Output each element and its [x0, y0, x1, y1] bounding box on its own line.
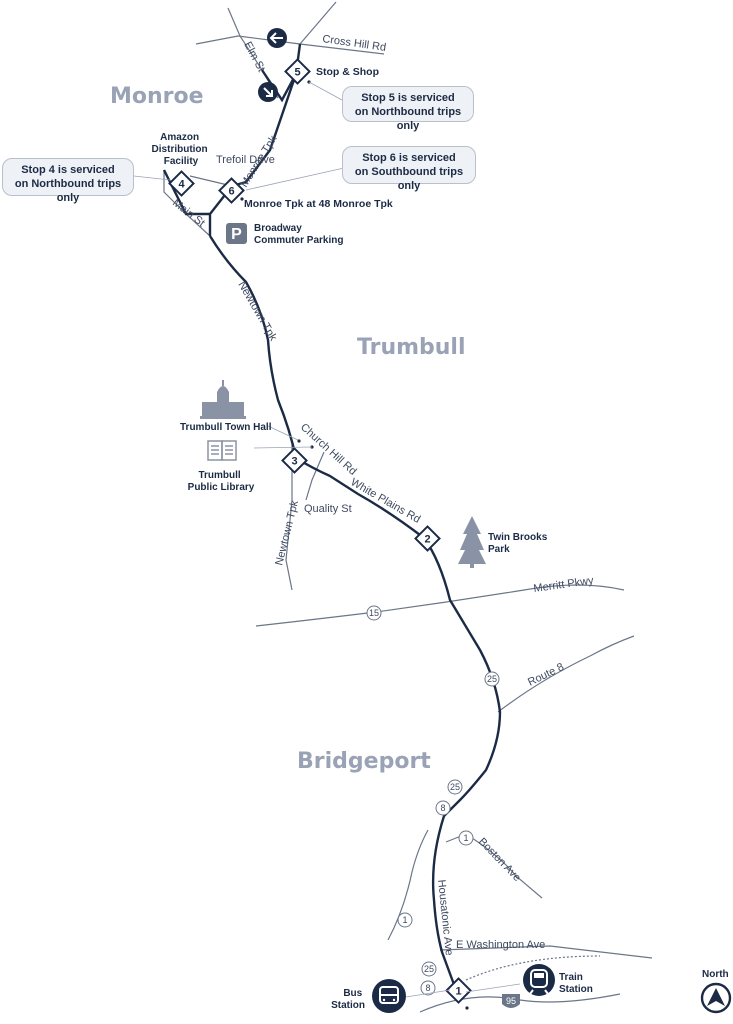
- label-newtown-tpk: Newtown Tpk: [235, 280, 279, 344]
- svg-text:8: 8: [425, 983, 430, 993]
- shield-15: 15: [366, 605, 382, 621]
- svg-text:2: 2: [424, 534, 430, 546]
- parking-label: Broadway Commuter Parking: [254, 223, 343, 246]
- svg-text:1: 1: [463, 833, 468, 843]
- stop-1-dot: [465, 1006, 469, 1010]
- stop-4-label: Amazon Distribution Facility: [152, 132, 211, 167]
- stop-5-callout-line2: on Northbound trips only: [354, 106, 462, 132]
- stop-6-label: Monroe Tpk at 48 Monroe Tpk: [244, 198, 393, 210]
- stop-4-callout: Stop 4 is serviced on Northbound trips o…: [2, 158, 134, 204]
- stop-6-marker[interactable]: 6: [218, 177, 245, 204]
- town-hall-label: Trumbull Town Hall: [180, 422, 272, 433]
- label-merritt-pkwy: Merritt Pkwy: [533, 575, 595, 595]
- shield-1-north: 1: [458, 830, 474, 846]
- label-e-washington-ave: E Washington Ave: [456, 939, 545, 951]
- svg-text:1: 1: [455, 986, 461, 998]
- shield-i95: 95: [502, 994, 520, 1008]
- stop-5-leader: [308, 81, 343, 101]
- shield-8-south: 8: [420, 980, 436, 996]
- train-icon: [523, 964, 555, 996]
- stop-5-callout-line1: Stop 5 is serviced: [361, 92, 455, 104]
- parking-icon: P: [226, 223, 247, 244]
- e-washington-ave-line: [439, 945, 653, 959]
- town-hall-dot: [297, 439, 301, 443]
- town-hall-leader: [267, 425, 299, 441]
- library-label: Trumbull Public Library: [188, 470, 255, 493]
- svg-text:95: 95: [506, 996, 516, 1006]
- svg-text:15: 15: [369, 608, 379, 618]
- stop-4-callout-line2: on Northbound trips only: [14, 178, 122, 204]
- stop-6-callout: Stop 6 is serviced on Southbound trips o…: [342, 146, 476, 192]
- library-book-icon: [207, 440, 237, 461]
- shield-1-west: 1: [397, 912, 413, 928]
- label-housatonic-ave: Housatonic Ave: [435, 879, 455, 956]
- stop-4-marker[interactable]: 4: [168, 170, 195, 197]
- shield-25-mid: 25: [447, 779, 463, 795]
- svg-text:1: 1: [402, 915, 407, 925]
- stop-3-marker[interactable]: 3: [281, 447, 308, 474]
- stop-6-callout-line2: on Southbound trips only: [354, 166, 464, 192]
- southbound-arrow-icon: [258, 82, 278, 102]
- label-route-8: Route 8: [526, 661, 566, 689]
- shield-8-mid: 8: [435, 800, 451, 816]
- quality-st-line: [305, 451, 325, 501]
- town-bridgeport: Bridgeport: [297, 749, 431, 774]
- westbound-arrow-icon: [267, 28, 287, 48]
- north-arrow-icon: [700, 982, 732, 1014]
- stop-2-marker[interactable]: 2: [414, 525, 441, 552]
- svg-text:3: 3: [291, 456, 297, 468]
- svg-text:8: 8: [440, 803, 445, 813]
- town-monroe: Monroe: [110, 84, 204, 109]
- stop-6-leader: [245, 167, 345, 191]
- stop-4-leader: [133, 175, 171, 181]
- bus-station-leader: [405, 989, 451, 998]
- twin-brooks-label: Twin Brooks Park: [488, 532, 550, 555]
- town-hall-icon: [200, 380, 246, 419]
- label-church-hill-rd: Church Hill Rd: [298, 421, 359, 477]
- stop-1-marker[interactable]: 1: [445, 977, 472, 1004]
- boston-ave-line: [445, 833, 543, 899]
- stop-5-marker[interactable]: 5: [284, 58, 311, 85]
- bus-station-label: Bus Station: [331, 988, 365, 1011]
- stop-4-callout-line1: Stop 4 is serviced: [21, 164, 115, 176]
- route-8-line: [497, 635, 635, 713]
- svg-text:25: 25: [487, 674, 497, 684]
- label-quality-st: Quality St: [304, 503, 352, 515]
- shield-25-south: 25: [421, 961, 437, 977]
- svg-text:P: P: [231, 226, 242, 243]
- label-elm-st: Elm St: [241, 40, 267, 74]
- label-white-plains-rd: White Plains Rd: [349, 476, 423, 526]
- town-trumbull: Trumbull: [357, 335, 466, 360]
- library-leader: [253, 446, 313, 449]
- svg-text:4: 4: [178, 179, 185, 191]
- stop-5-callout: Stop 5 is serviced on Northbound trips o…: [342, 86, 474, 132]
- merritt-pkwy-line: [255, 584, 625, 627]
- bus-route-line: [162, 43, 502, 991]
- svg-text:6: 6: [228, 186, 234, 198]
- label-newtown-tpk-south: Newtown Tpk: [273, 499, 301, 567]
- north-label: North: [702, 969, 729, 980]
- train-station-leader: [465, 983, 521, 993]
- stop-6-dot: [240, 197, 244, 201]
- stop-5-label: Stop & Shop: [316, 66, 379, 78]
- route-1-line: [387, 829, 429, 941]
- stop-6-callout-line1: Stop 6 is serviced: [362, 152, 456, 164]
- svg-text:25: 25: [450, 782, 460, 792]
- tree-icon: [458, 516, 486, 568]
- svg-text:5: 5: [294, 67, 300, 79]
- main-st-line: [163, 170, 211, 237]
- label-trefoil: Trefoil Drive: [216, 154, 275, 166]
- bus-icon: [372, 979, 406, 1013]
- train-station-label: Train Station: [559, 972, 593, 995]
- northern-monroe-tpk-ext: [299, 1, 337, 45]
- rail-line: [465, 955, 601, 981]
- label-boston-ave: Boston Ave: [476, 836, 523, 884]
- shield-25-north: 25: [484, 671, 500, 687]
- svg-text:25: 25: [424, 964, 434, 974]
